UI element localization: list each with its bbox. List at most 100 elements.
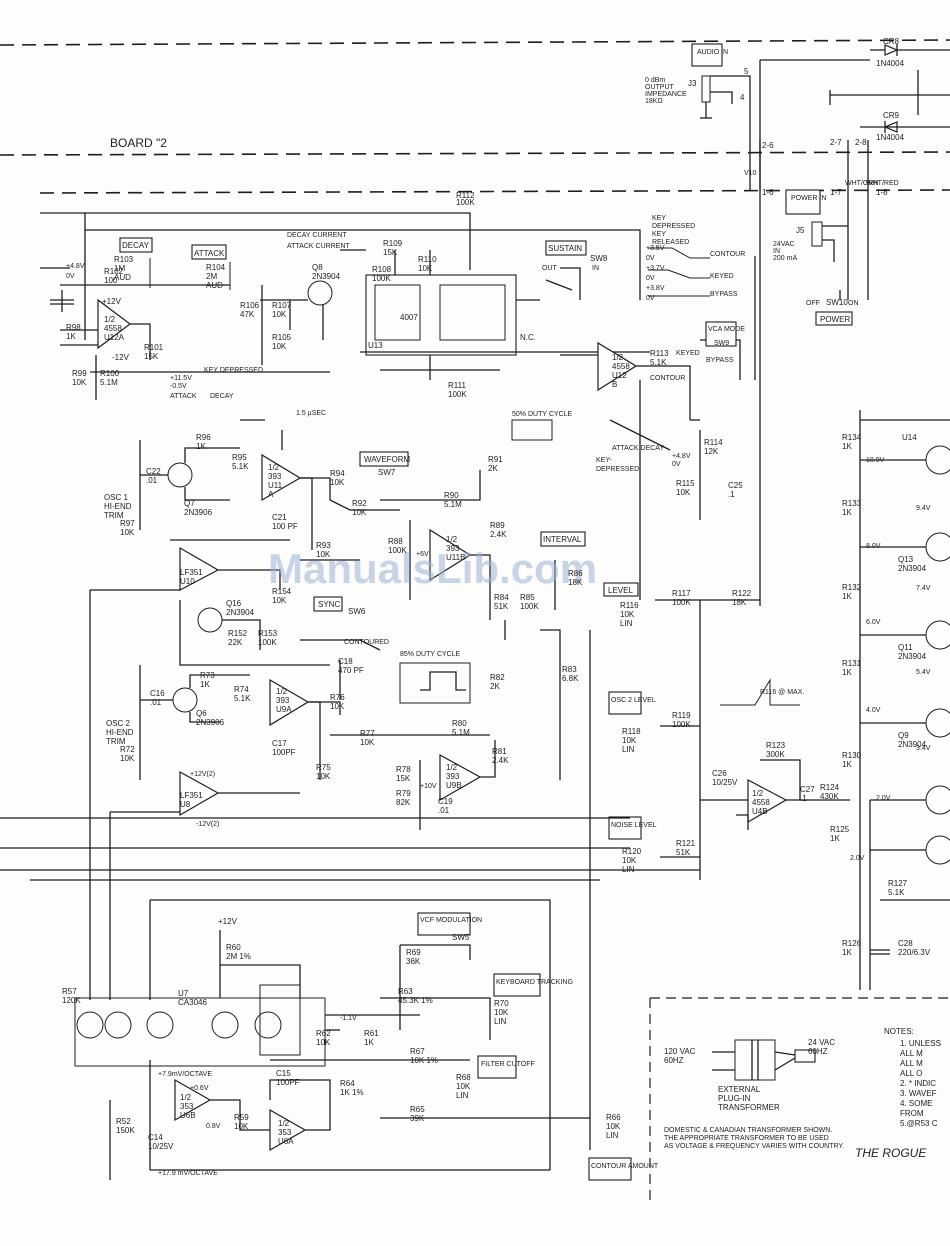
r97-label: R97 xyxy=(120,519,135,528)
r63-label: 45.3K 1% xyxy=(398,996,433,1005)
u6a-label: 353 xyxy=(278,1128,292,1137)
transformer-note: AS VOLTAGE & FREQUENCY VARIES WITH COUNT… xyxy=(664,1143,844,1150)
c26-label: C26 xyxy=(712,769,727,778)
q13-label: Q13 xyxy=(898,555,914,564)
c22-label: C22 xyxy=(146,467,161,476)
contour-volt-list: 0V xyxy=(646,275,655,282)
pin-2-6: 2-6 xyxy=(762,141,774,150)
v11-label: -1.1V xyxy=(340,1015,357,1022)
u6b-label: 1/2 xyxy=(180,1093,192,1102)
u11b-label: 1/2 xyxy=(446,535,458,544)
r89-label: 2.4K xyxy=(490,530,507,539)
cr9-part: 1N4004 xyxy=(876,133,905,142)
r52-label: 150K xyxy=(116,1126,135,1135)
r74-label: R74 xyxy=(234,685,249,694)
osc2-trim-label: TRIM xyxy=(106,737,126,746)
r57-label: 120K xyxy=(62,996,81,1005)
r77-label: R77 xyxy=(360,729,375,738)
board-label: BOARD "2 xyxy=(110,136,167,150)
r115-label: R115 xyxy=(676,479,695,488)
r113-label: 5.1K xyxy=(650,358,667,367)
panel-label-interval: INTERVAL xyxy=(543,535,582,544)
r100-label: 5.1M xyxy=(100,378,118,387)
c22-label: .01 xyxy=(146,476,158,485)
plus48-label: +4.8V xyxy=(66,263,85,270)
u14-label: U14 xyxy=(902,433,917,442)
transformer-output: 24 VAC xyxy=(808,1038,835,1047)
pin-5: 5 xyxy=(744,67,749,76)
c15-label: 100PF xyxy=(276,1078,300,1087)
r92-label: 10K xyxy=(352,508,367,517)
c14-label: 10/25V xyxy=(148,1142,174,1151)
r64-label: R64 xyxy=(340,1079,355,1088)
j5-note: IN xyxy=(773,248,780,255)
envelope-section xyxy=(40,212,741,600)
r70-label: 10K xyxy=(494,1008,509,1017)
u12a-label: U12A xyxy=(104,333,125,342)
u12b-label: U12 xyxy=(612,371,627,380)
panel-label-contour-amount: CONTOUR AMOUNT xyxy=(591,1163,659,1170)
u11b-label: 393 xyxy=(446,544,460,553)
panel-label-sustain: SUSTAIN xyxy=(548,244,582,253)
r66-label: LIN xyxy=(606,1131,619,1140)
vcf-plus12: +12V xyxy=(218,917,238,926)
plus10v-label: +10V xyxy=(420,783,437,790)
r83-label: R83 xyxy=(562,665,577,674)
ladder-v-4: 4.0V xyxy=(866,707,881,714)
osc2-trim-label: OSC 2 xyxy=(106,719,131,728)
u8-label: U8 xyxy=(180,800,191,809)
key-state-labels: RELEASED xyxy=(652,239,689,246)
r66-label: 10K xyxy=(606,1122,621,1131)
q11-label: Q11 xyxy=(898,643,913,652)
u6a-label: U6A xyxy=(278,1137,294,1146)
r79-label: 82K xyxy=(396,798,411,807)
transformer-label: TRANSFORMER xyxy=(718,1103,780,1112)
r116-label: R116 xyxy=(620,601,639,610)
r115-label: 10K xyxy=(676,488,691,497)
transformer-input: 120 VAC xyxy=(664,1047,696,1056)
oscillator-2 xyxy=(109,665,642,1000)
transformer-note: DOMESTIC & CANADIAN TRANSFORMER SHOWN. xyxy=(664,1127,832,1134)
duty-50-label: 50% DUTY CYCLE xyxy=(512,411,573,418)
u10-label: LF351 xyxy=(180,568,203,577)
sw9-label: SW9 xyxy=(714,340,729,347)
r74-label: 5.1K xyxy=(234,694,251,703)
key-state-labels: KEY xyxy=(652,215,666,222)
r80-label: 5.1M xyxy=(452,728,470,737)
r102-label: R102 xyxy=(104,267,124,276)
key-depressed2-label: KEY- xyxy=(596,457,612,464)
r105-label: 10K xyxy=(272,342,287,351)
ladder-v-6: 6.0V xyxy=(866,619,881,626)
sw8-in: IN xyxy=(592,265,599,272)
c17-label: 100PF xyxy=(272,748,296,757)
r119-label: 100K xyxy=(672,720,691,729)
c19-label: .01 xyxy=(438,806,450,815)
r97-label: 10K xyxy=(120,528,135,537)
panel-label-sync: SYNC xyxy=(318,600,340,609)
key-state-labels: KEY xyxy=(652,231,666,238)
panel-label-vca-mode: VCA MODE xyxy=(708,326,745,333)
c19-label: C19 xyxy=(438,797,453,806)
c28-label: 220/6.3V xyxy=(898,948,931,957)
sync-section xyxy=(179,596,561,780)
contour-volt-list: +3.7V xyxy=(646,265,665,272)
r130-label: R130 xyxy=(842,751,862,760)
c16-label: C16 xyxy=(150,689,165,698)
r81-label: R81 xyxy=(492,747,507,756)
r84-label: R84 xyxy=(494,593,509,602)
u13-part: 4007 xyxy=(400,313,418,322)
nc-label: N.C. xyxy=(520,333,536,342)
r125-label: 1K xyxy=(830,834,840,843)
r120-label: LIN xyxy=(622,865,635,874)
r123-label: 300K xyxy=(766,750,785,759)
r93-label: 10K xyxy=(316,550,331,559)
panel-label-attack: ATTACK xyxy=(194,249,225,258)
r126-label: R126 xyxy=(842,939,862,948)
contour-label: CONTOUR xyxy=(710,251,745,258)
panel-label-audio-in: AUDIO IN xyxy=(697,49,728,56)
r103-label: R103 xyxy=(114,255,134,264)
r106-label: 47K xyxy=(240,310,255,319)
panel-label-vcf-modulation: VCF MODULATION xyxy=(420,917,482,924)
r110-label: R110 xyxy=(418,255,437,264)
